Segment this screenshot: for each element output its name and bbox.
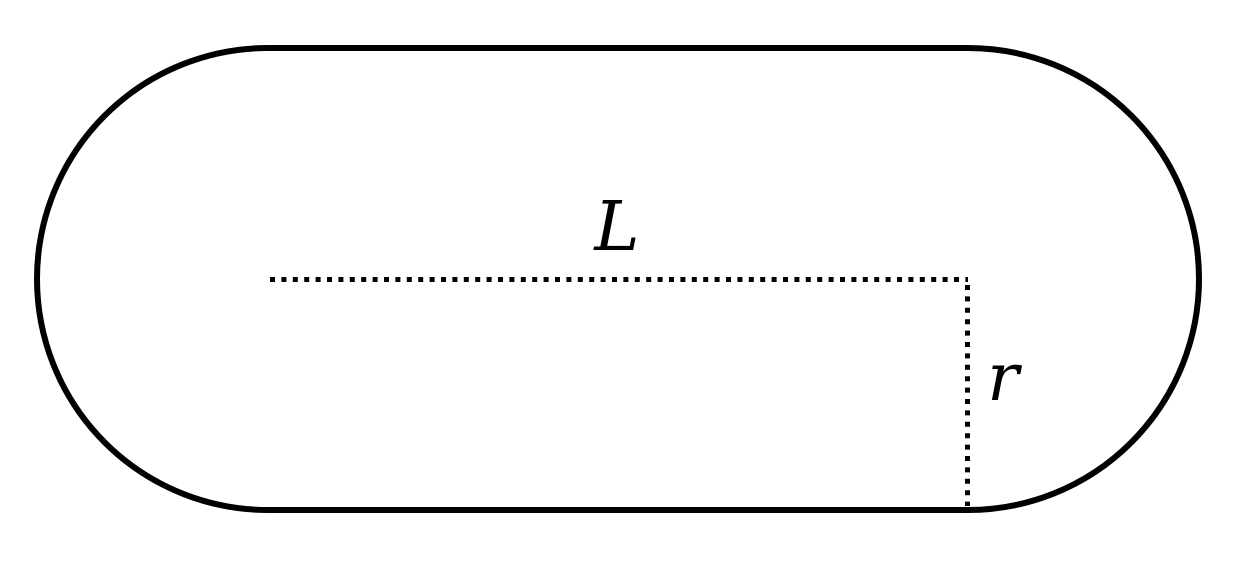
length-label: L [592,188,639,267]
radius-label: r [987,339,1022,416]
stadium-outline [34,45,1202,513]
